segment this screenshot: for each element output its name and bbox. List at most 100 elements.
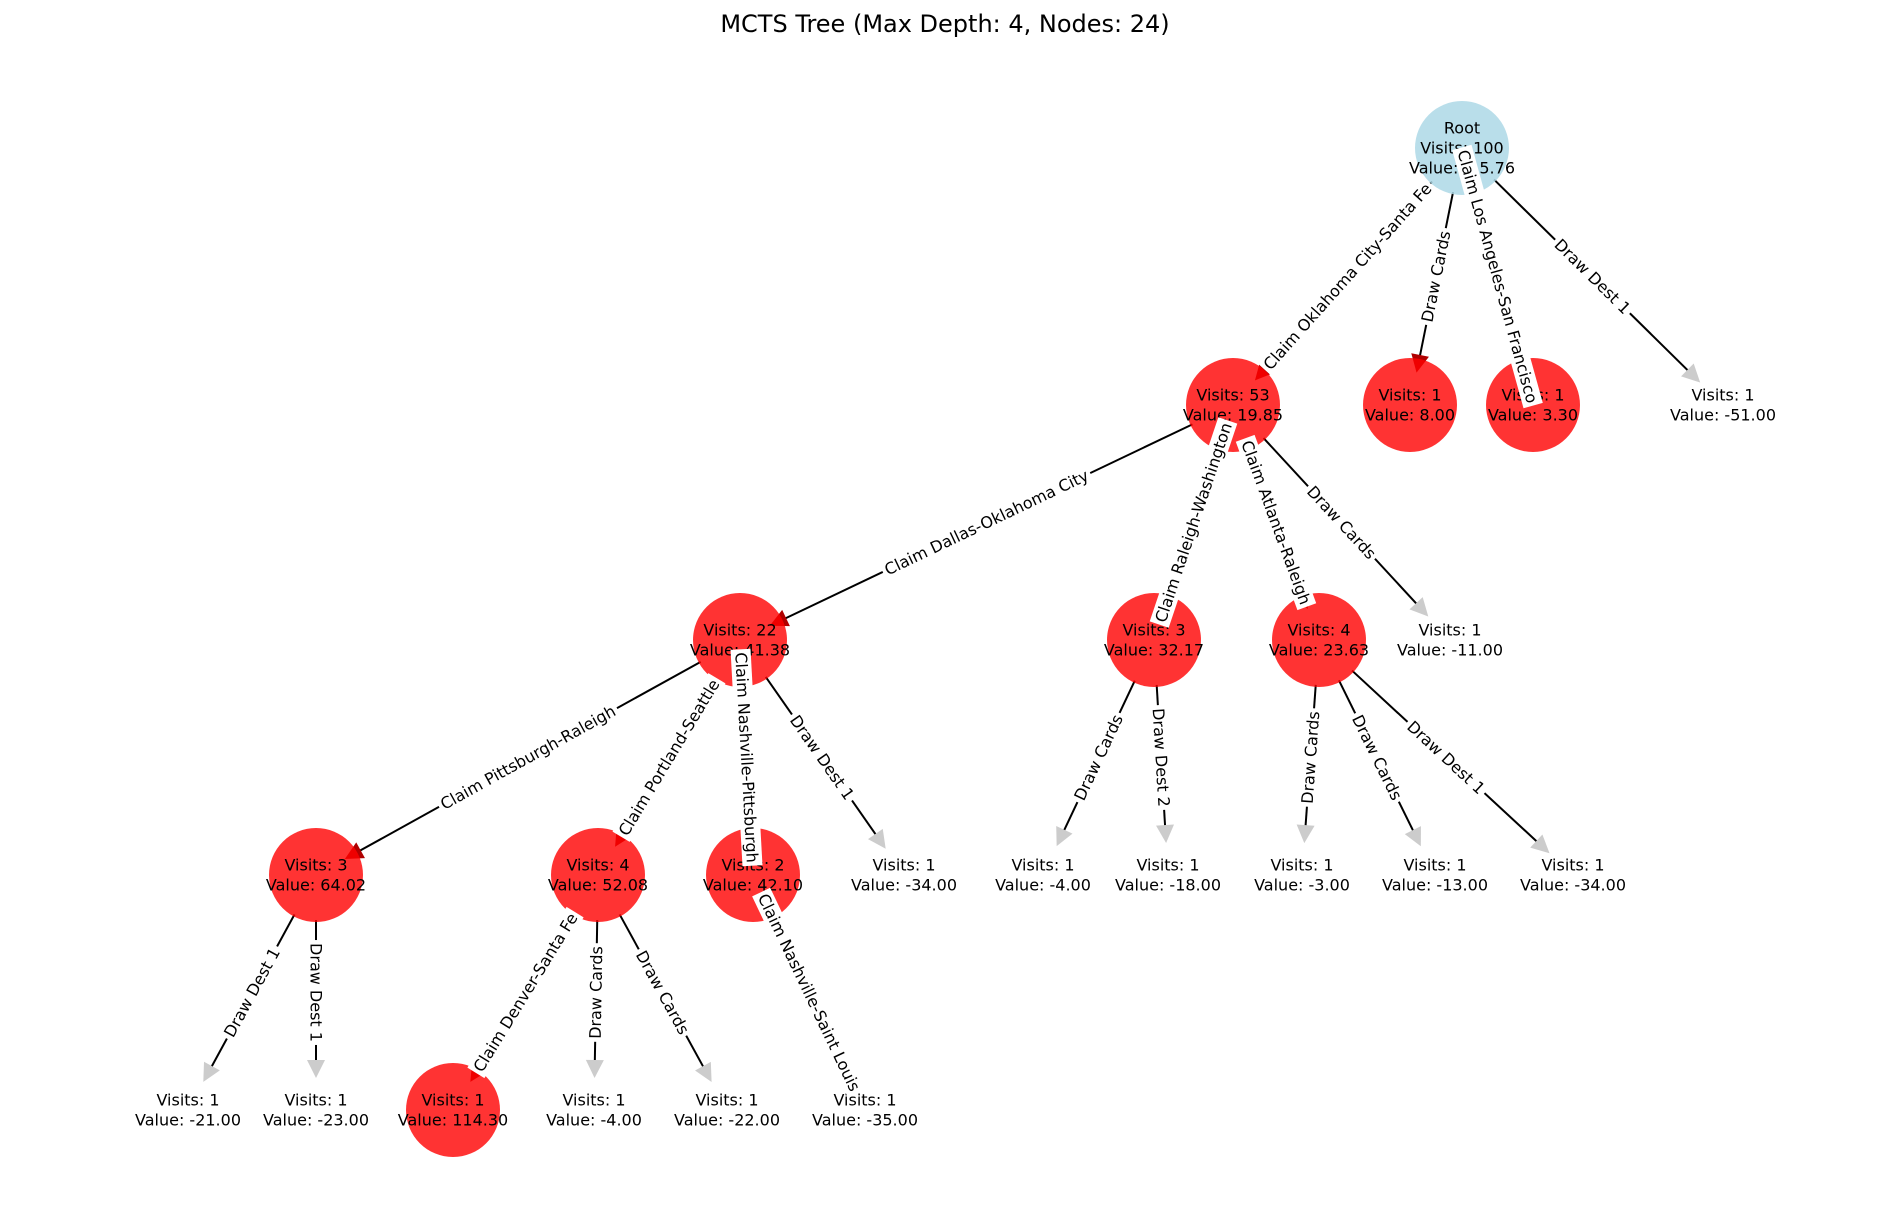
node-label-line: Visits: 53 [1196, 386, 1269, 405]
arrowhead-icon [203, 1061, 220, 1082]
edge-label: Draw Dest 1 [1551, 235, 1635, 318]
edge-label-bg [218, 941, 286, 1044]
edge-label-bg [585, 943, 607, 1042]
edge-label-group: Draw Cards [1296, 707, 1325, 808]
node-label-line: Value: 23.63 [1269, 641, 1369, 660]
node-label-line: Visits: 1 [872, 856, 935, 875]
arrowhead-icon [1296, 824, 1315, 844]
node-label-line: Visits: 4 [1287, 621, 1350, 640]
edge-label-group: Claim Pittsburgh-Raleigh [434, 699, 622, 816]
edge-label-bg [1257, 176, 1438, 377]
node-label-line: Visits: 1 [1541, 856, 1604, 875]
node-label-line: Root [1444, 119, 1480, 138]
expanded-node-circle [551, 828, 645, 922]
edge-label-group: Draw Cards [630, 944, 695, 1041]
edge-label-group: Claim Atlanta-Raleigh [1235, 434, 1317, 611]
edge-label-group: Draw Dest 2 [1147, 704, 1175, 811]
edge-label-bg [1452, 144, 1543, 409]
node-label-line: Value: -4.00 [995, 876, 1091, 895]
node-label-line: Value: 52.08 [548, 876, 648, 895]
expanded-node-circle [1107, 593, 1201, 687]
edge-label-bg [1300, 479, 1383, 566]
edge-label-group: Claim Oklahoma City-Santa Fe [1257, 176, 1438, 377]
chart-title: MCTS Tree (Max Depth: 4, Nodes: 24) [720, 10, 1170, 38]
edge-label-bg [1235, 434, 1317, 611]
expanded-node-circle [269, 828, 363, 922]
node-label-line: Value: -13.00 [1382, 876, 1488, 895]
node-label-line: Value: 19.85 [1183, 406, 1283, 425]
node-label-line: Value: -21.00 [135, 1111, 241, 1130]
arrowhead-icon [585, 1059, 604, 1079]
arrowhead-icon [307, 1060, 325, 1078]
node-label-line: Visits: 1 [1418, 621, 1481, 640]
node-label-line: Visits: 1 [1270, 856, 1333, 875]
arrowhead-icon [1530, 834, 1550, 854]
edge-label-bg [1296, 707, 1325, 808]
edge-label: Claim Dallas-Oklahoma City [881, 466, 1091, 579]
expanded-node-circle [1272, 593, 1366, 687]
expanded-node-circle [1363, 358, 1457, 452]
edge-label: Draw Cards [586, 946, 607, 1039]
edge-label-group: Draw Cards [1346, 708, 1408, 807]
arrowhead-icon [1404, 826, 1421, 847]
expanded-node-circle [693, 593, 787, 687]
edge-label: Draw Cards [632, 947, 693, 1037]
edge-label-bg [1068, 708, 1129, 807]
edge-label-bg [306, 940, 326, 1045]
node-label-line: Visits: 1 [421, 1091, 484, 1110]
edge-label: Draw Cards [1418, 229, 1455, 324]
edge-label: Draw Dest 1 [220, 945, 284, 1041]
edge-label-bg [1147, 704, 1175, 811]
edge-label-group: Draw Dest 1 [1548, 232, 1637, 321]
edge-label-group: Claim Denver-Santa Fe [467, 906, 584, 1079]
node-label-line: Value: -51.00 [1670, 406, 1776, 425]
edge-label-group: Claim Raleigh-Washington [1149, 417, 1238, 628]
edge-label-bg [1416, 226, 1456, 327]
arrowhead-icon [695, 1061, 712, 1082]
node-label-line: Visits: 3 [1122, 621, 1185, 640]
edge-label: Draw Dest 1 [1403, 717, 1489, 798]
node-label-line: Value: -23.00 [263, 1111, 369, 1130]
edge-label: Draw Cards [1070, 712, 1127, 804]
edge-label-group: Claim Dallas-Oklahoma City [878, 464, 1095, 581]
edge-label-group: Claim Portland-Seattle [612, 673, 726, 842]
arrowhead-icon [1681, 363, 1701, 383]
node-label-line: Visits: 1 [1403, 856, 1466, 875]
edge-label-group: Draw Cards [1068, 708, 1129, 807]
edge-label-group: Draw Dest 1 [218, 941, 286, 1044]
node-label-line: Value: 32.17 [1104, 641, 1204, 660]
edge-label-group: Draw Cards [1416, 226, 1456, 327]
edge-label-group: Draw Cards [1300, 479, 1383, 566]
node-label-line: Visits: 1 [1011, 856, 1074, 875]
node-label-line: Value: -18.00 [1115, 876, 1221, 895]
edge-label: Claim Nashville-Saint Louis [754, 891, 864, 1095]
node-label-line: Value: 3.30 [1488, 406, 1578, 425]
node-label-line: Value: 42.10 [703, 876, 803, 895]
edge-label: Claim Atlanta-Raleigh [1237, 438, 1314, 607]
node-label-line: Value: -3.00 [1254, 876, 1350, 895]
edge-label: Claim Raleigh-Washington [1151, 420, 1236, 624]
edge-label-bg [1149, 417, 1238, 628]
edge-label-group: Draw Dest 1 [783, 708, 861, 807]
edge-label: Draw Dest 1 [307, 943, 326, 1042]
node-label-line: Visits: 1 [156, 1091, 219, 1110]
node-label-line: Visits: 22 [703, 621, 776, 640]
edge-label: Claim Los Angeles-San Francisco [1453, 148, 1541, 405]
edge-label-group: Draw Dest 1 [1400, 714, 1492, 801]
edge-label-bg [630, 944, 695, 1041]
edge-label: Claim Oklahoma City-Santa Fe [1259, 179, 1435, 373]
edge-label-bg [878, 464, 1095, 581]
